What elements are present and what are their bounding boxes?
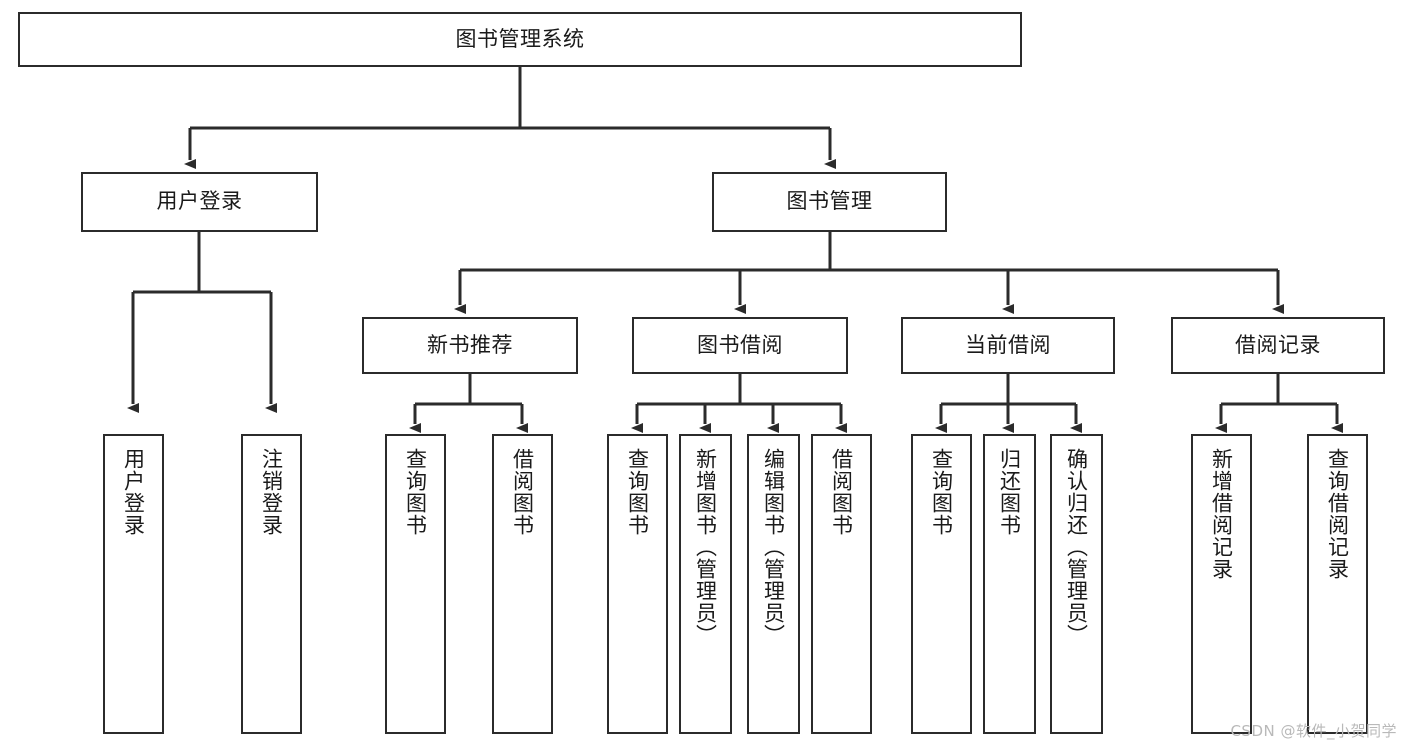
node-leaf-add-book[interactable]: 新增图书（管理员） (679, 434, 732, 734)
node-label: 查询图书 (625, 448, 650, 536)
node-leaf-borrow-book[interactable]: 借阅图书 (811, 434, 872, 734)
node-label: 查询图书 (403, 448, 428, 536)
node-leaf-edit-book[interactable]: 编辑图书（管理员） (747, 434, 800, 734)
node-label: 编辑图书（管理员） (761, 448, 786, 646)
node-book-borrow[interactable]: 图书借阅 (632, 317, 848, 374)
node-label: 图书管理系统 (455, 26, 585, 51)
node-leaf-user-login[interactable]: 用户登录 (103, 434, 164, 734)
node-label: 当前借阅 (965, 332, 1051, 357)
node-leaf-add-borrow-record[interactable]: 新增借阅记录 (1191, 434, 1252, 734)
node-label: 图书管理 (786, 189, 873, 214)
node-new-book-recommend[interactable]: 新书推荐 (362, 317, 578, 374)
node-label: 新增借阅记录 (1209, 448, 1234, 580)
node-label: 新增图书（管理员） (693, 448, 718, 646)
node-leaf-logout[interactable]: 注销登录 (241, 434, 302, 734)
node-label: 借阅图书 (829, 448, 854, 536)
node-label: 查询借阅记录 (1325, 448, 1350, 580)
node-leaf-return-book[interactable]: 归还图书 (983, 434, 1036, 734)
node-label: 图书借阅 (697, 332, 783, 357)
node-current-borrow[interactable]: 当前借阅 (901, 317, 1115, 374)
node-label: 借阅图书 (510, 448, 535, 536)
node-user-login[interactable]: 用户登录 (81, 172, 318, 232)
node-borrow-record[interactable]: 借阅记录 (1171, 317, 1385, 374)
node-leaf-query-book-current[interactable]: 查询图书 (911, 434, 972, 734)
node-label: 用户登录 (156, 189, 243, 214)
node-leaf-query-borrow-record[interactable]: 查询借阅记录 (1307, 434, 1368, 734)
node-label: 查询图书 (929, 448, 954, 536)
node-leaf-confirm-return[interactable]: 确认归还（管理员） (1050, 434, 1103, 734)
node-label: 用户登录 (121, 448, 146, 536)
node-label: 归还图书 (997, 448, 1022, 536)
node-book-manage[interactable]: 图书管理 (712, 172, 947, 232)
node-label: 确认归还（管理员） (1064, 448, 1089, 646)
node-label: 注销登录 (259, 448, 284, 536)
node-label: 新书推荐 (427, 332, 513, 357)
node-root-system[interactable]: 图书管理系统 (18, 12, 1022, 67)
node-leaf-query-book-recommend[interactable]: 查询图书 (385, 434, 446, 734)
node-label: 借阅记录 (1235, 332, 1321, 357)
node-leaf-borrow-book-recommend[interactable]: 借阅图书 (492, 434, 553, 734)
node-leaf-query-book-borrow[interactable]: 查询图书 (607, 434, 668, 734)
